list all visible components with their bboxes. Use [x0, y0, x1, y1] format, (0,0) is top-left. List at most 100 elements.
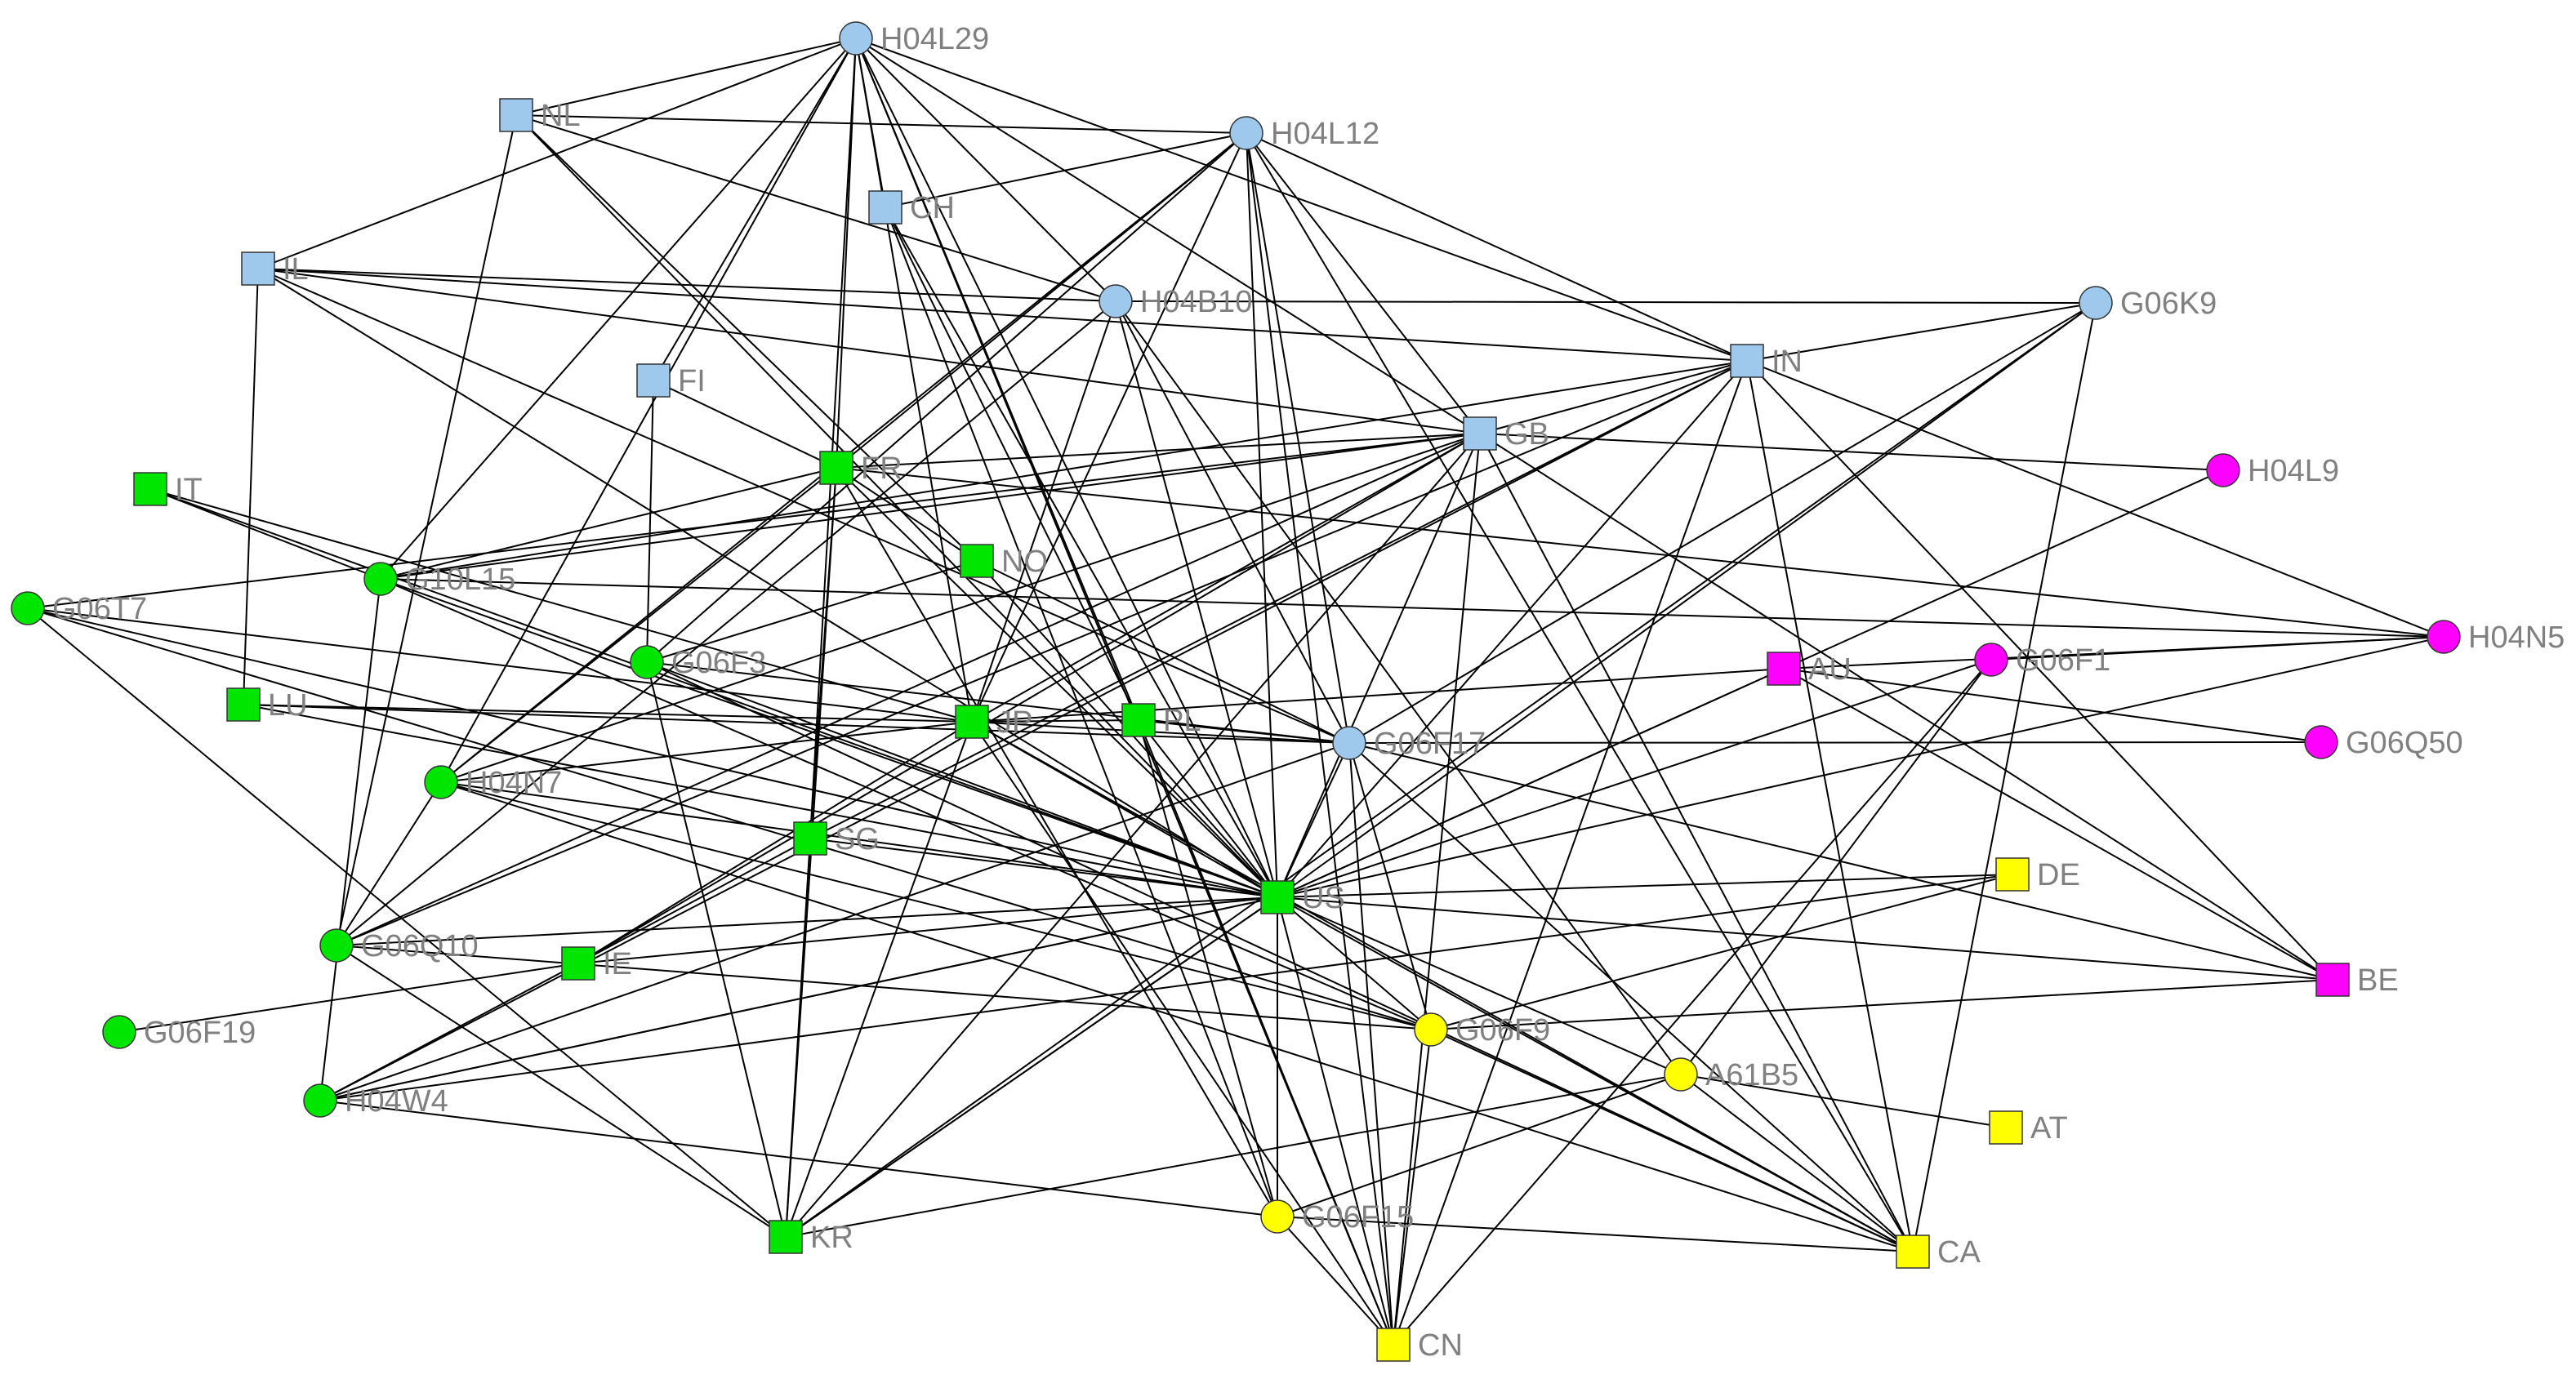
node-AT[interactable]: AT	[1989, 1110, 2068, 1146]
node-label: A61B5	[1705, 1058, 1798, 1092]
node-circle[interactable]	[319, 928, 354, 963]
edge-H04L12-GB	[1246, 132, 1481, 434]
node-circle[interactable]	[1974, 643, 2008, 677]
node-KR[interactable]: KR	[769, 1220, 853, 1255]
node-square[interactable]	[819, 451, 853, 485]
node-DE[interactable]: DE	[1995, 857, 2080, 892]
edge-IL-IN	[257, 268, 1748, 362]
node-A61B5[interactable]: A61B5	[1664, 1057, 1798, 1092]
node-circle[interactable]	[1414, 1012, 1448, 1047]
node-square[interactable]	[1376, 1328, 1411, 1362]
node-square[interactable]	[1260, 880, 1295, 914]
node-G06F1[interactable]: G06F1	[1974, 643, 2110, 678]
node-square[interactable]	[226, 687, 261, 722]
edge-LU-G06F17	[243, 704, 1350, 744]
node-G06Q50[interactable]: G06Q50	[2304, 725, 2463, 760]
node-CH[interactable]: CH	[868, 190, 955, 225]
node-NL[interactable]: NL	[499, 98, 581, 133]
node-square[interactable]	[1995, 857, 2030, 892]
node-NO[interactable]: NO	[960, 544, 1048, 579]
edge-GB-G06Q10	[336, 433, 1481, 946]
node-square[interactable]	[1767, 652, 1801, 686]
node-H04N7[interactable]: H04N7	[424, 765, 562, 800]
node-square[interactable]	[636, 363, 671, 398]
node-circle[interactable]	[303, 1083, 337, 1118]
node-square[interactable]	[769, 1220, 803, 1254]
node-square[interactable]	[1463, 416, 1497, 451]
edge-LU-JP	[243, 704, 973, 723]
node-circle[interactable]	[2206, 453, 2240, 487]
edge-DE-US	[1277, 874, 2013, 898]
node-IT[interactable]: IT	[133, 472, 203, 507]
node-G06F9[interactable]: G06F9	[1414, 1012, 1550, 1048]
edge-IN-GB	[1479, 360, 1748, 434]
node-circle[interactable]	[630, 645, 664, 679]
node-square[interactable]	[1989, 1110, 2023, 1145]
node-square[interactable]	[561, 946, 595, 981]
node-circle[interactable]	[2079, 286, 2113, 320]
node-H04B10[interactable]: H04B10	[1099, 284, 1252, 319]
node-square[interactable]	[1896, 1235, 1930, 1269]
node-square[interactable]	[133, 472, 167, 506]
node-circle[interactable]	[1664, 1057, 1698, 1092]
node-CA[interactable]: CA	[1896, 1235, 1981, 1270]
node-H04L9[interactable]: H04L9	[2206, 453, 2339, 488]
node-GB[interactable]: GB	[1463, 416, 1549, 452]
node-square[interactable]	[960, 544, 994, 578]
node-JP[interactable]: JP	[955, 705, 1032, 740]
node-H04L12[interactable]: H04L12	[1229, 116, 1379, 151]
node-H04N5[interactable]: H04N5	[2427, 620, 2565, 655]
node-G06Q10[interactable]: G06Q10	[319, 928, 479, 963]
edge-G06T7-KR	[27, 607, 787, 1238]
node-BE[interactable]: BE	[2315, 963, 2399, 998]
node-US[interactable]: US	[1260, 880, 1345, 915]
node-circle[interactable]	[102, 1015, 136, 1049]
node-square[interactable]	[241, 251, 275, 286]
node-G06F3[interactable]: G06F3	[630, 645, 766, 680]
node-AU[interactable]: AU	[1767, 652, 1852, 687]
edge-JP-H04N7	[440, 721, 973, 783]
node-circle[interactable]	[1099, 284, 1133, 318]
node-label: G06K9	[2120, 287, 2217, 321]
node-H04L29[interactable]: H04L29	[839, 21, 989, 56]
node-G06F15[interactable]: G06F15	[1260, 1199, 1414, 1235]
node-CN[interactable]: CN	[1376, 1328, 1463, 1363]
edge-PL-CN	[1138, 719, 1394, 1346]
node-square[interactable]	[868, 190, 902, 225]
node-label: G06F3	[671, 646, 766, 680]
node-FR[interactable]: FR	[819, 451, 902, 486]
node-circle[interactable]	[1260, 1199, 1295, 1234]
node-IL[interactable]: IL	[241, 251, 309, 287]
edge-GB-H04L9	[1479, 433, 2224, 471]
node-circle[interactable]	[424, 765, 458, 799]
node-G06F17[interactable]: G06F17	[1332, 726, 1486, 761]
edge-IL-H04B10	[257, 268, 1116, 302]
node-H04W4[interactable]: H04W4	[303, 1083, 448, 1119]
node-circle[interactable]	[2304, 725, 2338, 759]
node-LU[interactable]: LU	[226, 687, 308, 723]
node-square[interactable]	[793, 821, 827, 856]
node-FI[interactable]: FI	[636, 363, 706, 398]
node-PL[interactable]: PL	[1121, 703, 1201, 738]
node-circle[interactable]	[11, 591, 45, 625]
node-IE[interactable]: IE	[561, 946, 632, 981]
edge-GB-G06T7	[27, 433, 1481, 609]
node-G06F19[interactable]: G06F19	[102, 1015, 256, 1050]
node-circle[interactable]	[1332, 726, 1366, 760]
node-circle[interactable]	[363, 562, 398, 596]
node-G10L15[interactable]: G10L15	[363, 562, 515, 597]
node-G06T7[interactable]: G06T7	[11, 591, 147, 626]
node-SG[interactable]: SG	[793, 821, 880, 856]
node-IN[interactable]: IN	[1730, 344, 1803, 379]
edge-G06K9-IN	[1746, 302, 2097, 362]
node-circle[interactable]	[839, 21, 873, 56]
node-square[interactable]	[1121, 703, 1156, 737]
node-G06K9[interactable]: G06K9	[2079, 286, 2217, 321]
edge-BE-IN	[1746, 360, 2333, 981]
node-square[interactable]	[1730, 344, 1764, 378]
node-circle[interactable]	[2427, 620, 2461, 654]
node-circle[interactable]	[1229, 116, 1263, 150]
node-square[interactable]	[2315, 963, 2350, 997]
node-square[interactable]	[955, 705, 989, 739]
node-square[interactable]	[499, 98, 533, 132]
